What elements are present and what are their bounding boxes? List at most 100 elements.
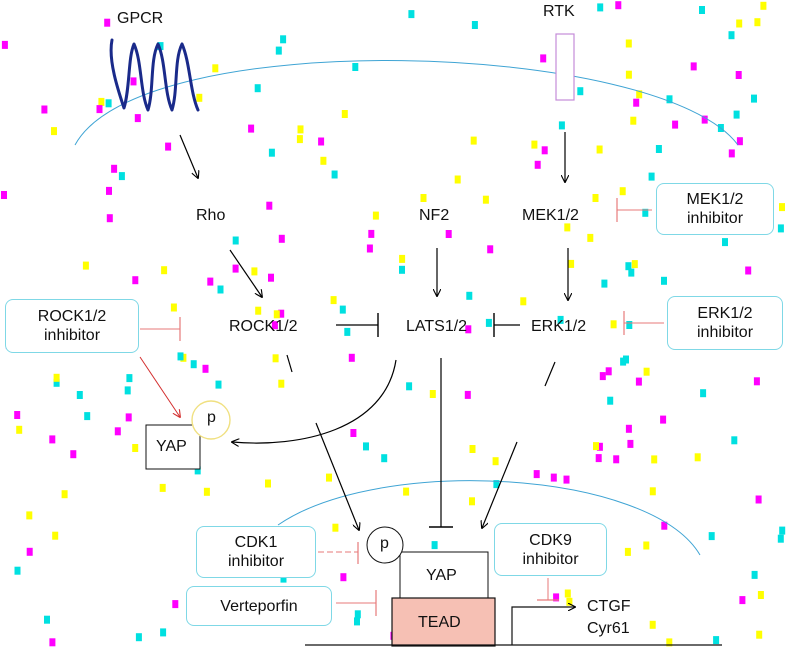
confetti-dot bbox=[779, 203, 785, 212]
phospho-nuc-circle bbox=[366, 526, 404, 564]
confetti-dot bbox=[207, 277, 214, 286]
confetti-dot bbox=[655, 145, 662, 153]
gpcr-receptor-icon bbox=[109, 38, 200, 112]
confetti-dot bbox=[16, 425, 23, 434]
confetti-dot bbox=[106, 186, 112, 195]
confetti-dot bbox=[593, 442, 599, 451]
confetti-dot bbox=[278, 234, 285, 243]
confetti-dot bbox=[429, 390, 436, 398]
arrow-rho-rock bbox=[229, 249, 262, 297]
confetti-dot bbox=[348, 353, 355, 362]
confetti-dot bbox=[485, 318, 492, 327]
confetti-dot bbox=[627, 439, 634, 448]
confetti-dot bbox=[14, 411, 21, 419]
confetti-dot bbox=[577, 87, 584, 96]
confetti-dot bbox=[445, 230, 452, 238]
label-rtk: RTK bbox=[543, 3, 575, 20]
confetti-dot bbox=[520, 297, 527, 306]
confetti-dot bbox=[251, 267, 258, 276]
confetti-dot bbox=[466, 291, 473, 300]
confetti-dot bbox=[736, 19, 743, 28]
confetti-dot bbox=[568, 259, 575, 268]
confetti-dot bbox=[550, 473, 557, 482]
confetti-dot bbox=[643, 367, 650, 376]
confetti-dot bbox=[625, 424, 632, 433]
confetti-dot bbox=[531, 140, 538, 149]
confetti-dot bbox=[350, 429, 357, 437]
confetti-dot bbox=[1, 40, 8, 49]
confetti-dot bbox=[470, 136, 477, 145]
confetti-dot bbox=[106, 214, 113, 223]
confetti-dot bbox=[49, 435, 56, 444]
confetti-dot bbox=[731, 436, 738, 445]
confetti-dot bbox=[215, 380, 222, 389]
confetti-dot bbox=[605, 367, 612, 376]
confetti-dot bbox=[399, 265, 405, 274]
confetti-dot bbox=[354, 617, 360, 626]
confetti-dot bbox=[265, 479, 271, 488]
verteporfin-label: Verteporfin bbox=[220, 597, 298, 615]
confetti-dot bbox=[296, 135, 303, 144]
cdk9-inhibitor-line2: inhibitor bbox=[522, 550, 579, 568]
confetti-dot bbox=[318, 137, 325, 146]
tead-box bbox=[391, 597, 496, 647]
confetti-dot bbox=[344, 327, 351, 336]
confetti-dot bbox=[777, 224, 784, 233]
confetti-dot bbox=[613, 455, 620, 464]
confetti-dot bbox=[642, 208, 649, 217]
confetti-dot bbox=[626, 321, 633, 329]
confetti-dot bbox=[26, 547, 33, 556]
confetti-dot bbox=[595, 454, 602, 463]
confetti-dot bbox=[217, 285, 224, 294]
confetti-dot bbox=[563, 475, 570, 484]
confetti-dot bbox=[661, 521, 668, 530]
confetti-dot bbox=[196, 93, 203, 102]
label-mek12: MEK1/2 bbox=[522, 207, 579, 224]
arrow-rock-tick bbox=[286, 354, 293, 373]
confetti-dot bbox=[469, 445, 476, 453]
confetti-dot bbox=[278, 309, 285, 318]
label-lats12: LATS1/2 bbox=[406, 318, 468, 335]
phospho-cyto-circle bbox=[191, 400, 231, 440]
confetti-dot bbox=[739, 596, 746, 605]
confetti-dot bbox=[625, 262, 632, 271]
confetti-dot bbox=[280, 35, 287, 44]
confetti-dot bbox=[51, 127, 57, 136]
confetti-dot bbox=[566, 597, 573, 606]
confetti-dot bbox=[368, 229, 375, 238]
label-tead: TEAD bbox=[418, 614, 461, 631]
confetti-dot bbox=[751, 94, 757, 103]
cdk1-inhibitor-line2: inhibitor bbox=[227, 553, 285, 570]
confetti-dot bbox=[564, 223, 571, 232]
confetti-dot bbox=[708, 532, 715, 541]
confetti-dot bbox=[53, 378, 60, 387]
confetti-dot bbox=[699, 6, 705, 14]
confetti-dot bbox=[471, 21, 478, 29]
confetti-dot bbox=[753, 377, 760, 386]
confetti-dot bbox=[533, 470, 540, 479]
arrow-rock-pyap bbox=[315, 422, 359, 530]
confetti-dot bbox=[728, 31, 735, 40]
confetti-dot bbox=[190, 360, 197, 369]
confetti-dot bbox=[255, 306, 262, 315]
confetti-dot bbox=[624, 547, 631, 556]
confetti-dot bbox=[649, 620, 656, 629]
confetti-dot bbox=[482, 195, 489, 204]
confetti-dot bbox=[553, 593, 560, 602]
confetti-dot bbox=[619, 187, 626, 196]
confetti-dot bbox=[248, 124, 255, 133]
confetti-dot bbox=[596, 145, 603, 154]
arrow-erk-tick bbox=[544, 361, 556, 387]
confetti-dot bbox=[564, 589, 571, 598]
confetti-dot bbox=[625, 39, 632, 48]
confetti-dot bbox=[268, 273, 274, 282]
rtk-receptor-icon bbox=[555, 33, 575, 101]
confetti-dot bbox=[44, 615, 50, 624]
confetti-dot bbox=[736, 137, 743, 146]
confetti-dot bbox=[111, 164, 118, 173]
confetti-dot bbox=[636, 90, 643, 99]
confetti-dot bbox=[541, 146, 548, 155]
confetti-dot bbox=[592, 194, 599, 202]
label-rho: Rho bbox=[196, 207, 226, 224]
